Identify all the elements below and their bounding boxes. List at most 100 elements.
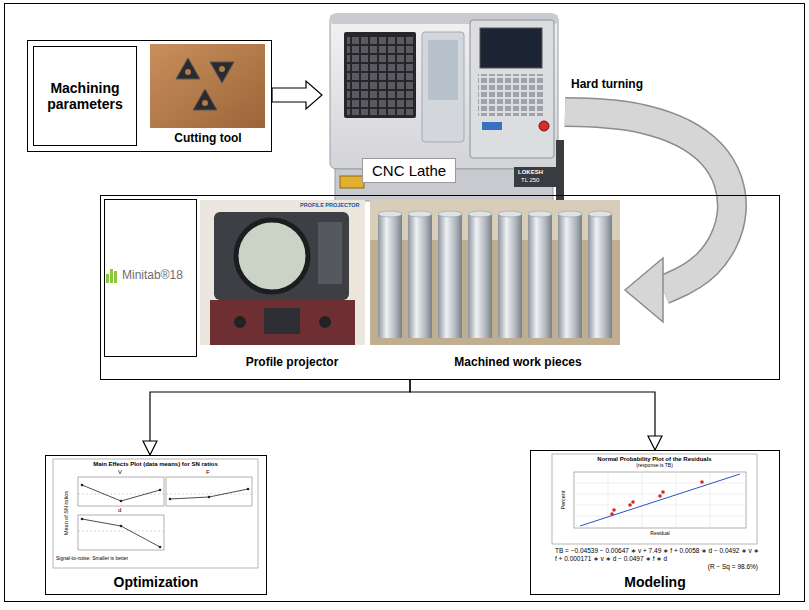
- edge-label: Hard turning: [569, 78, 645, 92]
- connector: [410, 380, 655, 450]
- profile-projector-photo-part: [210, 300, 355, 345]
- residual-probability-chart-part: [552, 454, 757, 544]
- regression-equation: TB = −0.04539 − 0.00647 ∗ v + 7.49 ∗ f +…: [555, 547, 760, 563]
- residual-probability-chart-part: [612, 508, 616, 512]
- cutting-tool-photo-part: [193, 89, 217, 110]
- node-text: Minitab®18: [122, 269, 183, 283]
- main-effects-chart-part: [247, 488, 250, 491]
- machined-workpieces-photo: [370, 200, 620, 345]
- cnc-lathe-illustration-part: [470, 20, 554, 158]
- profile-projector-photo: [200, 200, 365, 345]
- machined-workpieces-photo-part: [468, 211, 492, 338]
- machined-workpieces-photo-part-part: [438, 211, 462, 217]
- main-effects-chart-part: [170, 489, 248, 499]
- chart-title: Main Effects Plot (data means) for SN ra…: [55, 461, 256, 468]
- connector: [272, 81, 322, 109]
- residual-probability-chart-part: [700, 480, 704, 484]
- main-effects-chart-part: [82, 519, 160, 547]
- cnc-lathe-illustration-part: [539, 121, 549, 131]
- machined-workpieces-photo-part-part: [408, 214, 432, 338]
- cnc-lathe-illustration-part: [514, 167, 556, 187]
- main-effects-chart-part: [78, 477, 164, 506]
- panel-label: V: [118, 469, 122, 476]
- fit-statistic: (R − Sq = 98.6%): [688, 563, 758, 571]
- cutting-tool-photo-part: [176, 58, 200, 79]
- machined-workpieces-photo-part-part: [588, 214, 612, 338]
- software-box: Minitab®18: [104, 199, 197, 357]
- machined-workpieces-photo-part: [370, 200, 620, 345]
- profile-projector-photo-part: [236, 220, 308, 292]
- residual-probability-chart: [552, 454, 757, 544]
- cnc-lathe-illustration-part: [478, 74, 544, 116]
- process-box: Machining parameters: [33, 46, 137, 146]
- node-text: Cutting tool: [148, 132, 268, 146]
- node-text: Machined work pieces: [433, 356, 603, 370]
- profile-projector-photo-part: [200, 200, 365, 345]
- cnc-lathe-illustration-part: [344, 32, 416, 118]
- main-effects-chart-part: [53, 459, 258, 568]
- machined-workpieces-photo-part: [558, 211, 582, 338]
- machined-workpieces-photo-part-part: [468, 214, 492, 338]
- machined-workpieces-photo-part: [370, 200, 620, 240]
- figure-frame: [5, 4, 805, 602]
- residual-probability-chart-part: [574, 516, 746, 517]
- residual-probability-chart-part: [574, 483, 746, 484]
- machined-workpieces-photo-part-part: [378, 211, 402, 217]
- group-box: Minitab®18Profile projector Machined work…: [100, 195, 780, 380]
- minitab-logo-icon-part: [110, 269, 113, 283]
- cnc-lathe-illustration-part: [482, 122, 502, 130]
- main-effects-chart-part: [81, 484, 84, 487]
- panel-label: F: [206, 469, 210, 476]
- machined-workpieces-photo-part-part: [468, 211, 492, 217]
- panel-label: d: [118, 507, 121, 514]
- block-arrow: [272, 81, 322, 109]
- machined-workpieces-photo-part-part: [378, 214, 402, 338]
- connector: [565, 112, 732, 322]
- axis-label: Residual: [610, 531, 710, 537]
- cutting-tool-photo-part: [219, 66, 225, 72]
- machined-workpieces-photo-part-part: [408, 211, 432, 217]
- machined-workpieces-photo-part-part: [558, 211, 582, 217]
- main-effects-chart-part: [81, 518, 84, 521]
- residual-probability-chart-part: [574, 472, 746, 528]
- process-arrow-head: [625, 258, 663, 322]
- process-arrow-body: [565, 112, 732, 290]
- main-effects-chart-part: [78, 515, 164, 550]
- residual-probability-chart-part: [608, 472, 609, 528]
- cutting-tool-photo-part: [185, 69, 191, 75]
- node-text: Profile projector: [222, 356, 362, 370]
- machined-workpieces-photo-part: [438, 211, 462, 338]
- residual-probability-chart-part: [642, 472, 643, 528]
- connector: [150, 380, 410, 455]
- machined-workpieces-photo-part: [528, 211, 552, 338]
- cnc-lathe-illustration-part: [330, 14, 558, 169]
- machine-brand: LOKESH: [518, 169, 543, 176]
- residual-probability-chart-part: [658, 494, 662, 498]
- result-box: Modeling: [530, 450, 780, 595]
- cutting-tool-photo-part: [202, 100, 208, 106]
- residual-probability-chart-part: [661, 490, 665, 494]
- machined-workpieces-photo-part: [588, 211, 612, 338]
- main-effects-chart-part: [208, 496, 211, 499]
- machined-workpieces-photo-part-part: [438, 214, 462, 338]
- residual-probability-chart-part: [631, 500, 635, 504]
- node-text: Optimization: [52, 574, 260, 590]
- axis-label: Mean of SN ratios: [63, 491, 69, 535]
- node-text: Machining parameters: [38, 80, 132, 112]
- group-box: Machining parametersCutting tool: [27, 40, 272, 152]
- main-effects-chart-part: [159, 489, 162, 492]
- residual-probability-chart-part: [628, 503, 632, 507]
- machined-workpieces-photo-part-part: [498, 211, 522, 217]
- cnc-lathe-illustration-part: [428, 40, 458, 100]
- connector-line: [150, 380, 410, 455]
- cnc-lathe-illustration-part: [347, 35, 413, 115]
- residual-probability-chart-part: [676, 472, 677, 528]
- main-effects-chart-part: [166, 477, 252, 506]
- machine-model: TL 250: [521, 177, 539, 184]
- machined-workpieces-photo-part: [378, 211, 402, 338]
- machined-workpieces-photo-part-part: [498, 214, 522, 338]
- machined-workpieces-photo-part-part: [588, 211, 612, 217]
- main-effects-chart-part: [78, 531, 164, 532]
- profile-projector-photo-part: [234, 316, 246, 328]
